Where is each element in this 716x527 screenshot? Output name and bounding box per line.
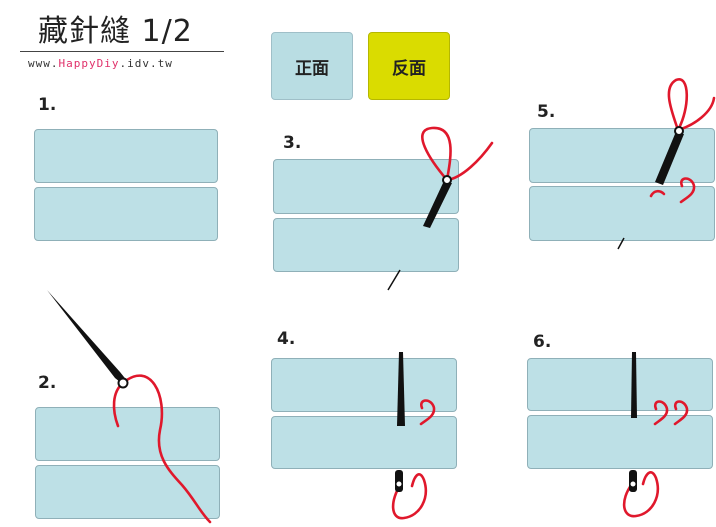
step-1-label: 1. bbox=[38, 95, 57, 115]
step-5-fabric-bottom bbox=[529, 186, 715, 241]
step-3-needle-tip bbox=[387, 269, 401, 291]
step-4-stitch bbox=[419, 399, 436, 426]
url-suffix: .idv.tw bbox=[119, 57, 173, 70]
url-brand: HappyDiy bbox=[58, 57, 120, 70]
step-4-thread-loop bbox=[391, 473, 427, 520]
step-2-thread bbox=[121, 374, 212, 524]
step-3-label: 3. bbox=[283, 133, 302, 153]
step-2-thread-tail bbox=[112, 381, 125, 428]
step-1-fabric-bottom bbox=[34, 187, 218, 241]
step-4-needle-back-eye bbox=[396, 481, 402, 487]
step-5-label: 5. bbox=[537, 102, 556, 122]
step-4-needle bbox=[397, 352, 405, 426]
step-6-fabric-bottom bbox=[527, 415, 713, 469]
step-3-needle bbox=[423, 183, 452, 228]
step-2-fabric-top bbox=[35, 407, 220, 461]
step-5-thread-under bbox=[649, 189, 666, 198]
step-6-label: 6. bbox=[533, 332, 552, 352]
back-view-button[interactable]: 反面 bbox=[368, 32, 450, 100]
step-3-thread-loop bbox=[421, 126, 452, 182]
step-5-thread-loop bbox=[667, 78, 689, 132]
step-6-needle-back-eye bbox=[630, 481, 636, 487]
step-4-label: 4. bbox=[277, 329, 296, 349]
step-6-stitch-1 bbox=[653, 400, 669, 426]
step-4-fabric-bottom bbox=[271, 416, 457, 469]
step-5-needle-tip bbox=[617, 237, 625, 250]
site-url[interactable]: www.HappyDiy.idv.tw bbox=[28, 57, 173, 70]
step-5-needle-eye bbox=[674, 126, 684, 136]
step-4-needle-back bbox=[395, 470, 403, 492]
step-3-thread-tail bbox=[445, 141, 494, 182]
step-5-fabric-top bbox=[529, 128, 715, 183]
step-4-fabric-top bbox=[271, 358, 457, 412]
title-divider bbox=[20, 51, 224, 52]
front-view-button[interactable]: 正面 bbox=[271, 32, 353, 100]
step-6-needle-back bbox=[629, 470, 637, 492]
step-6-needle bbox=[631, 352, 637, 418]
step-6-thread-loop bbox=[622, 471, 659, 518]
step-6-stitch-2 bbox=[673, 400, 689, 426]
page-title: 藏針縫 1/2 bbox=[38, 14, 193, 49]
step-2-needle bbox=[47, 290, 128, 386]
step-5-stitch bbox=[679, 177, 696, 204]
step-3-fabric-top bbox=[273, 159, 459, 214]
url-prefix: www. bbox=[28, 57, 59, 70]
step-2-needle-eye bbox=[117, 377, 129, 389]
step-3-needle-eye bbox=[442, 175, 452, 185]
step-2-label: 2. bbox=[38, 373, 57, 393]
step-1-fabric-top bbox=[34, 129, 218, 183]
step-5-needle bbox=[655, 134, 684, 185]
